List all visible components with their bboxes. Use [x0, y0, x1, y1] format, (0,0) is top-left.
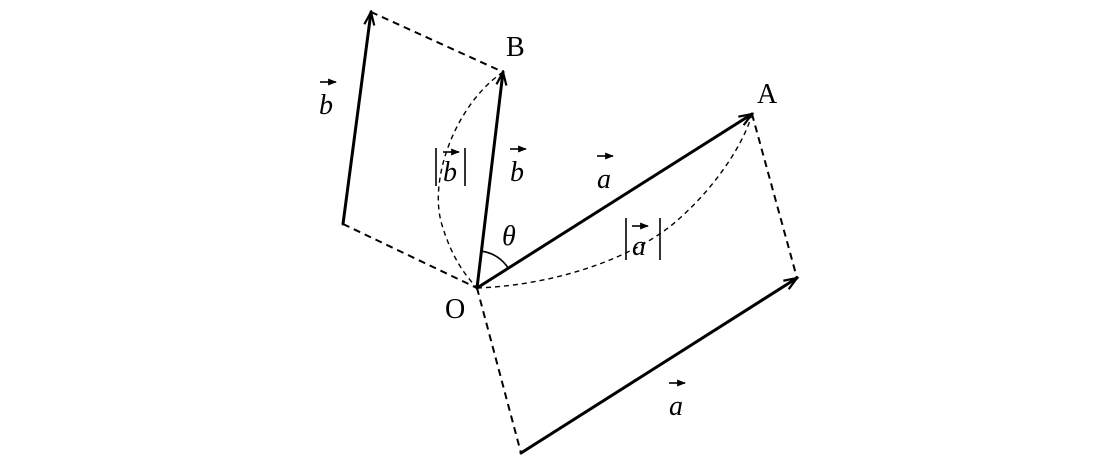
vec-text-mag-a: a: [632, 231, 646, 262]
dash-b-bottom: [342, 223, 478, 289]
label-angle: θ: [502, 221, 516, 252]
arc-mag-b: [437, 71, 504, 289]
vec-text-a-bottom: a: [669, 391, 683, 422]
label-vec-b-left: b: [319, 78, 337, 121]
vector-a-copy: [519, 278, 797, 455]
vec-text-a-mid: a: [597, 164, 611, 195]
label-vec-a-mid: a: [597, 152, 614, 195]
vec-text-b-left: b: [319, 90, 333, 121]
label-vec-b-mid: b: [510, 145, 527, 188]
vector-b-copy: [341, 12, 371, 226]
label-point-a: A: [757, 79, 778, 110]
vec-text-b-mid: b: [510, 157, 524, 188]
angle-arc: [481, 250, 509, 269]
label-point-b: B: [506, 32, 525, 63]
label-origin: O: [445, 294, 465, 325]
label-mag-a: a: [625, 218, 661, 262]
vector-oa: [475, 114, 752, 290]
dash-a-left: [476, 287, 522, 454]
vector-ob: [475, 72, 503, 290]
dash-b-top: [370, 11, 504, 73]
dash-a-right: [751, 113, 798, 279]
label-vec-a-bottom: a: [669, 379, 686, 422]
label-mag-b: b: [435, 148, 466, 188]
vec-text-mag-b: b: [443, 157, 457, 188]
